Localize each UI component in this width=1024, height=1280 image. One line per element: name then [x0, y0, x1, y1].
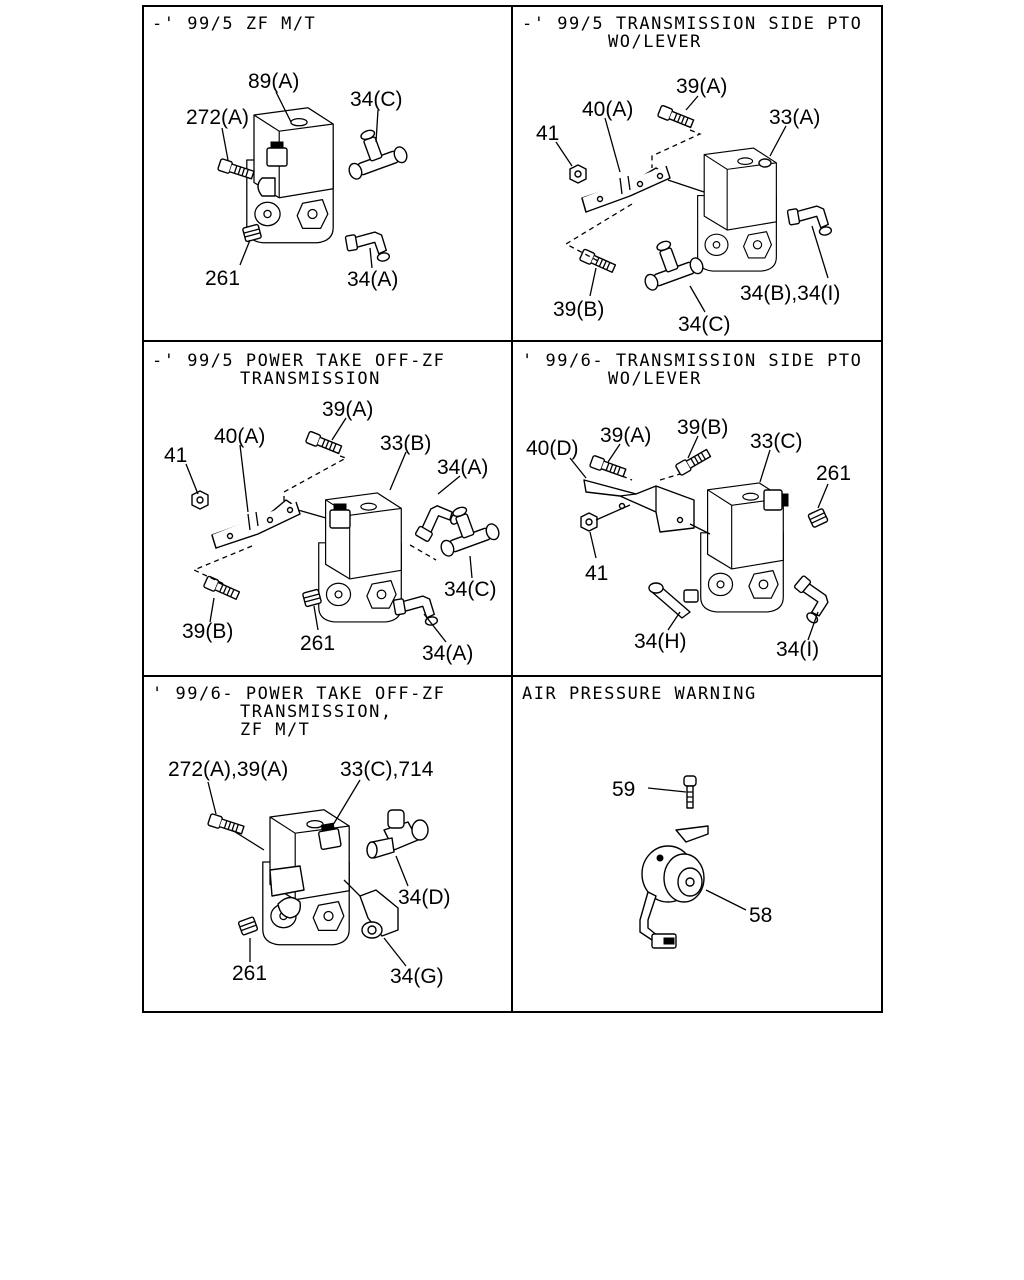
callout-40a: 40(A) [582, 98, 633, 121]
panel-transmission-side-pto-early: -' 99/5 TRANSMISSION SIDE PTO WO/LEVER [522, 14, 862, 336]
callout-34a: 34(A) [347, 268, 398, 291]
tee-fitting-34c [633, 231, 706, 293]
callout-34i: 34(I) [776, 638, 819, 661]
callout-59: 59 [612, 778, 635, 801]
callout-34g: 34(G) [390, 965, 444, 988]
tee-fitting-34c [337, 120, 410, 182]
panel-power-take-off-zf-early: -' 99/5 POWER TAKE OFF-ZF TRANSMISSION [152, 351, 502, 665]
panel-caption-line: ' 99/6- POWER TAKE OFF-ZF [152, 684, 445, 704]
callout-34b-34i: 34(B),34(I) [740, 282, 840, 305]
callout-34a-upper: 34(A) [437, 456, 488, 479]
bolt-39a [304, 430, 344, 457]
callout-40d: 40(D) [526, 437, 579, 460]
bolt-39b [674, 447, 713, 477]
panel-caption-line: -' 99/5 ZF M/T [152, 14, 316, 34]
bracket-40a [211, 499, 301, 549]
callout-58: 58 [749, 904, 772, 927]
bolt-39b [202, 575, 241, 602]
solenoid-valve-33c-714 [262, 809, 350, 946]
callout-34c: 34(C) [350, 88, 403, 111]
callout-272a-39a: 272(A),39(A) [168, 758, 288, 781]
panel-zf-mt: -' 99/5 ZF M/T 89(A) 272(A) 34(C) 261 34… [152, 14, 410, 291]
pressure-switch-58 [639, 825, 709, 949]
elbow-fitting-34a [344, 228, 391, 268]
panel-air-pressure-warning: AIR PRESSURE WARNING 59 58 [522, 684, 772, 949]
nut-41 [580, 512, 598, 532]
callout-261: 261 [816, 462, 851, 485]
callout-89a: 89(A) [248, 70, 299, 93]
callout-34c: 34(C) [678, 313, 731, 336]
elbow-fitting-34i [782, 574, 835, 626]
callout-41: 41 [164, 444, 187, 467]
callout-261: 261 [300, 632, 335, 655]
callout-272a: 272(A) [186, 106, 249, 129]
panel-caption-line: AIR PRESSURE WARNING [522, 684, 757, 704]
panel-caption-line: -' 99/5 POWER TAKE OFF-ZF [152, 351, 445, 371]
bolt-39a [588, 454, 628, 480]
solenoid-valve-33a [697, 147, 777, 272]
plug-261 [807, 507, 829, 529]
bolt-39a [656, 104, 696, 131]
bolt-39b [578, 248, 617, 275]
callout-33a: 33(A) [769, 106, 820, 129]
bolt-59 [683, 775, 697, 809]
elbow-fitting-34g [359, 889, 399, 939]
bracket-40d [583, 479, 695, 533]
callout-34h: 34(H) [634, 630, 687, 653]
callout-41: 41 [536, 122, 559, 145]
panel-caption-line: -' 99/5 TRANSMISSION SIDE PTO [522, 14, 862, 34]
callout-34c: 34(C) [444, 578, 497, 601]
panel-caption-line: ' 99/6- TRANSMISSION SIDE PTO [522, 351, 862, 371]
tee-fitting-34d [366, 809, 429, 859]
panel-caption-line: ZF M/T [240, 720, 310, 740]
bracket-40a [581, 165, 671, 213]
panel-transmission-side-pto-late: ' 99/6- TRANSMISSION SIDE PTO WO/LEVER [522, 351, 862, 661]
tee-fitting-34h [648, 582, 699, 619]
callout-33b: 33(B) [380, 432, 431, 455]
panel-caption-line: TRANSMISSION, [240, 702, 393, 722]
nut-41 [569, 164, 587, 184]
callout-34d: 34(D) [398, 886, 451, 909]
callout-40a: 40(A) [214, 425, 265, 448]
callout-39a: 39(A) [600, 424, 651, 447]
plug-261 [237, 915, 259, 937]
callout-39a: 39(A) [676, 75, 727, 98]
bolt-272a-39a [206, 812, 246, 837]
callout-261: 261 [232, 962, 267, 985]
solenoid-valve-33c [700, 482, 789, 613]
callout-33c: 33(C) [750, 430, 803, 453]
callout-39b: 39(B) [553, 298, 604, 321]
panel-caption-line: WO/LEVER [608, 369, 702, 389]
panel-power-take-off-zf-late: ' 99/6- POWER TAKE OFF-ZF TRANSMISSION, … [152, 684, 451, 988]
callout-41: 41 [585, 562, 608, 585]
panel-caption-line: TRANSMISSION [240, 369, 381, 389]
callout-39b: 39(B) [182, 620, 233, 643]
callout-39b: 39(B) [677, 416, 728, 439]
elbow-fitting-34a-lower [392, 592, 439, 632]
callout-34a-lower: 34(A) [422, 642, 473, 665]
nut-41 [191, 490, 209, 510]
panel-caption-line: WO/LEVER [608, 32, 702, 52]
callout-261: 261 [205, 267, 240, 290]
solenoid-valve-33b [318, 492, 402, 623]
elbow-fitting-34b-34i [786, 202, 833, 242]
solenoid-valve-89a [246, 107, 334, 244]
callout-33c-714: 33(C),714 [340, 758, 434, 781]
callout-39a: 39(A) [322, 398, 373, 421]
plug-261 [241, 223, 263, 243]
